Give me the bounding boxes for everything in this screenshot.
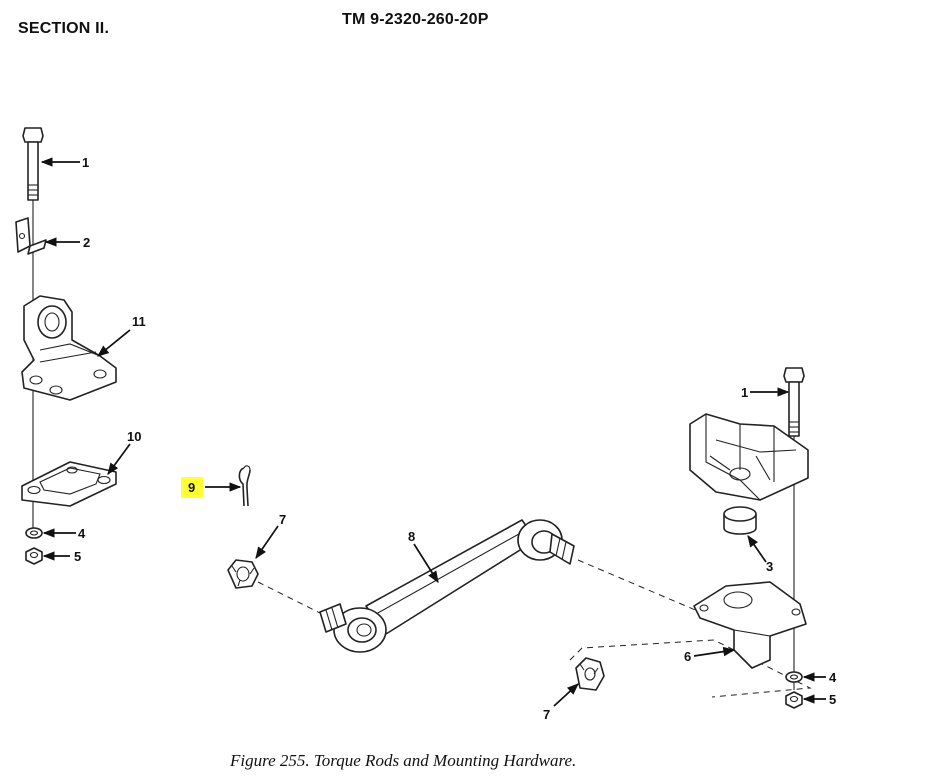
leader-10 xyxy=(107,443,131,475)
callout-3: 3 xyxy=(766,559,773,574)
figure-caption: Figure 255. Torque Rods and Mounting Har… xyxy=(230,751,577,770)
callout-4-right: 4 xyxy=(829,670,837,685)
mount-bracket-part-11 xyxy=(21,295,117,401)
castle-nut-top xyxy=(227,559,259,589)
leader-11 xyxy=(97,329,131,357)
section-label: SECTION II. xyxy=(18,20,110,37)
bushing-part-3 xyxy=(723,506,757,535)
lower-bracket-part-6 xyxy=(693,581,807,669)
washer-left xyxy=(25,527,43,539)
callout-7-top: 7 xyxy=(279,512,286,527)
cotter-pin xyxy=(238,465,251,507)
align-line-left xyxy=(257,581,323,615)
torque-rod xyxy=(319,519,575,653)
callout-7-bottom: 7 xyxy=(543,707,550,722)
washer-right xyxy=(785,671,803,683)
nut-left xyxy=(25,547,43,565)
leader-8 xyxy=(413,543,439,584)
bolt-left xyxy=(22,127,44,201)
callout-1-left: 1 xyxy=(82,155,89,170)
bracket-part-2 xyxy=(15,217,47,255)
leader-3 xyxy=(747,535,767,563)
bolt-right xyxy=(783,367,805,437)
leader-7-top xyxy=(255,525,279,559)
callout-9-highlight xyxy=(181,477,203,498)
callout-9: 9 xyxy=(188,480,195,495)
callout-5-right: 5 xyxy=(829,692,836,707)
leader-6 xyxy=(693,646,736,657)
leader-7-bottom xyxy=(553,683,579,707)
plate-part-10 xyxy=(21,461,117,507)
nut-right xyxy=(785,691,803,709)
callout-1-right: 1 xyxy=(741,385,748,400)
mount-bracket-right xyxy=(689,413,809,501)
callout-4-left: 4 xyxy=(78,526,86,541)
callout-10: 10 xyxy=(127,429,141,444)
manual-number: TM 9-2320-260-20P xyxy=(342,11,489,28)
callout-8: 8 xyxy=(408,529,415,544)
castle-nut-bottom xyxy=(575,657,605,691)
align-line-bottom xyxy=(569,639,812,698)
align-line-right xyxy=(577,559,701,613)
callout-5-left: 5 xyxy=(74,549,81,564)
callout-6: 6 xyxy=(684,649,691,664)
callout-11: 11 xyxy=(132,314,146,329)
callout-2: 2 xyxy=(83,235,90,250)
